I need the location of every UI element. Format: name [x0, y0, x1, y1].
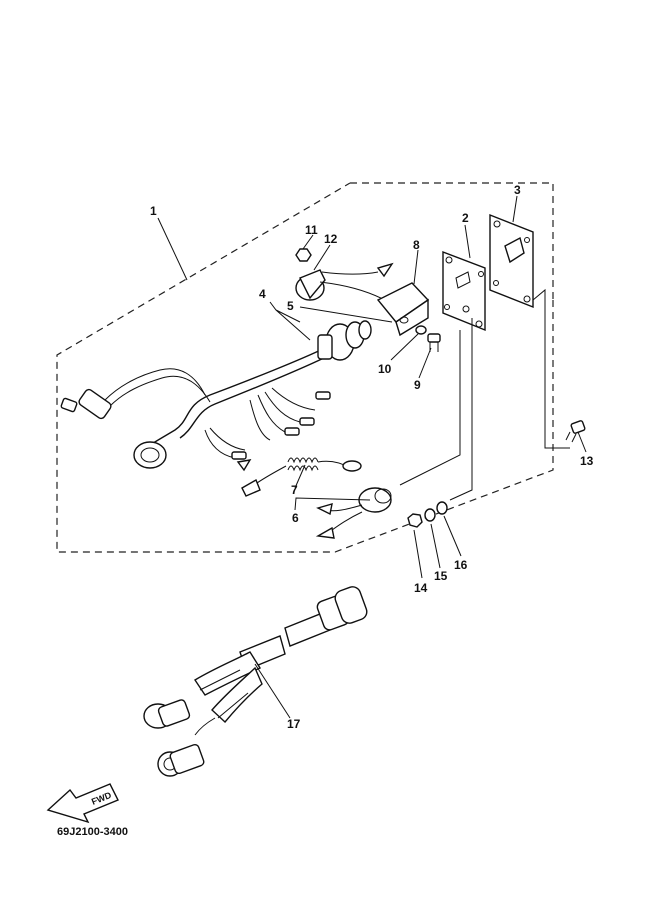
- callout-7: 7: [291, 483, 298, 497]
- callout-9: 9: [414, 378, 421, 392]
- plate-3: [489, 213, 534, 309]
- callout-3: 3: [514, 183, 521, 197]
- callout-8: 8: [413, 238, 420, 252]
- callout-17: 17: [287, 717, 301, 731]
- callout-1: 1: [150, 204, 157, 218]
- plate-2: [442, 250, 486, 332]
- callout-12: 12: [324, 232, 338, 246]
- spring-7: [241, 457, 362, 497]
- callout-labels: 1 2 3 4 5 6 7 8 9 10 11 12 13 14 15 16 1…: [150, 183, 594, 731]
- assembly-outline: [56, 182, 554, 553]
- extension-harness: [143, 586, 368, 777]
- nut-14: [407, 513, 423, 528]
- callout-13: 13: [580, 454, 594, 468]
- callout-4: 4: [259, 287, 266, 301]
- washer-15: [424, 508, 436, 522]
- main-harness: [60, 320, 372, 472]
- callout-2: 2: [462, 211, 469, 225]
- part-code: 69J2100-3400: [57, 826, 128, 838]
- fwd-arrow-icon: FWD: [46, 783, 119, 824]
- callout-10: 10: [378, 362, 392, 376]
- callout-11: 11: [305, 223, 318, 237]
- switch-6: [315, 487, 392, 539]
- callout-16: 16: [454, 558, 468, 572]
- screw-13: [565, 420, 586, 443]
- callout-6: 6: [292, 511, 299, 525]
- leader-lines: [157, 195, 587, 719]
- callout-14: 14: [414, 581, 428, 595]
- callout-15: 15: [434, 569, 448, 583]
- washer-16: [436, 501, 448, 515]
- bracket: [376, 282, 430, 337]
- screw-9: [427, 333, 441, 352]
- callout-5: 5: [287, 299, 294, 313]
- clamp-assembly: [295, 248, 394, 301]
- washer-10: [415, 325, 427, 335]
